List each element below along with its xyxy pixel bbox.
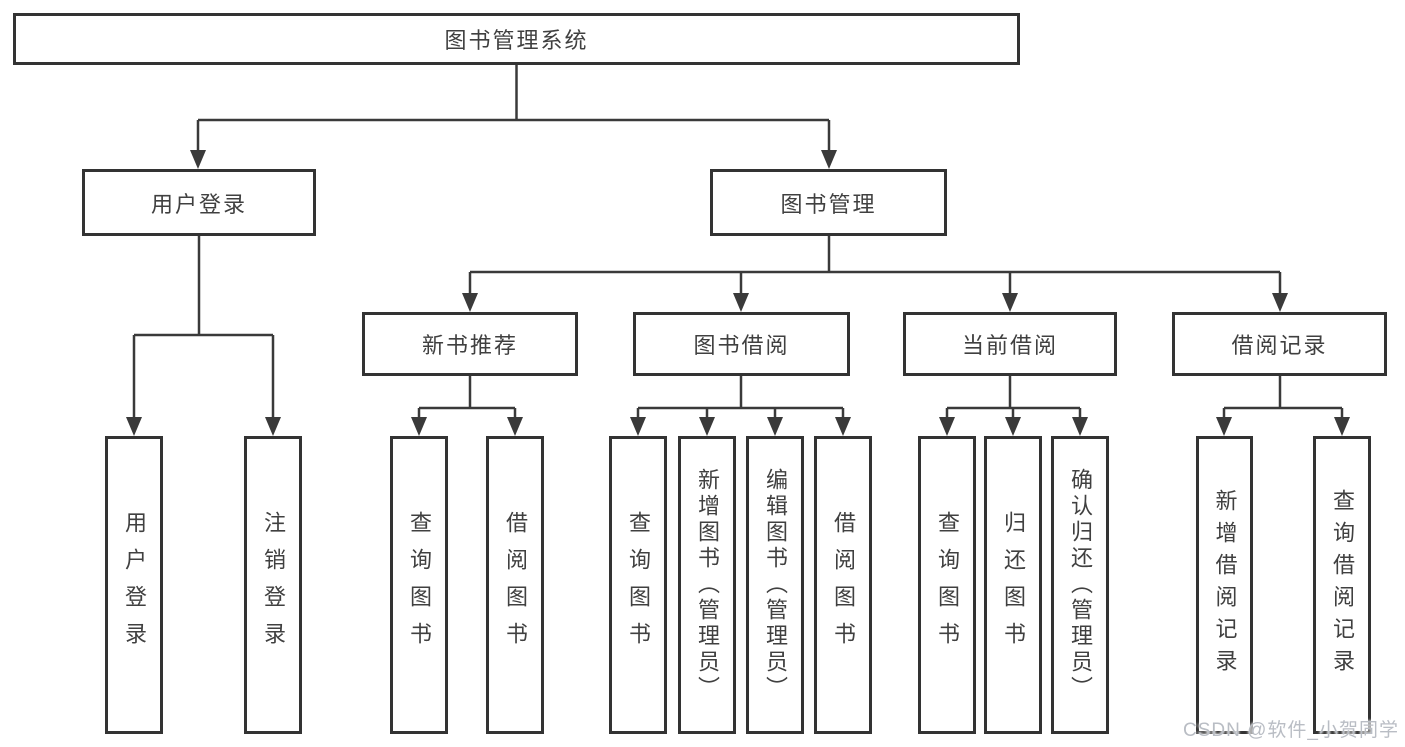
leaf-borrow-books-recommend-label: 借阅图书 [503, 511, 528, 659]
leaf-query-borrow-record-label: 查询借阅记录 [1330, 489, 1355, 681]
node-new-book-recommend: 新书推荐 [362, 312, 578, 376]
watermark: CSDN @软件_小贺同学 [1183, 720, 1399, 741]
node-current-borrow: 当前借阅 [903, 312, 1117, 376]
leaf-logout: 注销登录 [244, 436, 302, 734]
node-root: 图书管理系统 [13, 13, 1020, 65]
leaf-add-borrow-record: 新增借阅记录 [1196, 436, 1253, 734]
leaf-query-books-recommend-label: 查询图书 [407, 511, 432, 659]
node-root-label: 图书管理系统 [444, 28, 589, 53]
leaf-user-login: 用户登录 [105, 436, 163, 734]
node-new-book-recommend-label: 新书推荐 [421, 333, 518, 358]
leaf-query-borrow-record: 查询借阅记录 [1313, 436, 1371, 734]
leaf-add-books-admin-label: 新增图书（管理员） [695, 468, 720, 702]
node-current-borrow-label: 当前借阅 [961, 333, 1058, 358]
node-user-login: 用户登录 [82, 169, 316, 236]
leaf-add-books-admin: 新增图书（管理员） [678, 436, 736, 734]
node-borrow-records: 借阅记录 [1172, 312, 1387, 376]
leaf-return-books-label: 归还图书 [1001, 511, 1026, 659]
leaf-user-login-label: 用户登录 [122, 511, 147, 659]
node-borrow-records-label: 借阅记录 [1231, 333, 1328, 358]
leaf-edit-books-admin: 编辑图书（管理员） [746, 436, 804, 734]
leaf-query-books-borrow: 查询图书 [609, 436, 667, 734]
leaf-borrow-books-recommend: 借阅图书 [486, 436, 544, 734]
leaf-query-books-borrow-label: 查询图书 [626, 511, 651, 659]
node-user-login-label: 用户登录 [150, 191, 247, 217]
leaf-confirm-return-admin-label: 确认归还（管理员） [1068, 468, 1093, 702]
leaf-query-books-recommend: 查询图书 [390, 436, 448, 734]
node-book-management: 图书管理 [710, 169, 947, 236]
leaf-query-books-current: 查询图书 [918, 436, 976, 734]
leaf-logout-label: 注销登录 [261, 511, 286, 659]
node-book-borrow: 图书借阅 [633, 312, 850, 376]
node-book-borrow-label: 图书借阅 [693, 333, 790, 358]
leaf-return-books: 归还图书 [984, 436, 1042, 734]
node-book-management-label: 图书管理 [780, 191, 877, 217]
leaf-borrow-books: 借阅图书 [814, 436, 872, 734]
leaf-edit-books-admin-label: 编辑图书（管理员） [763, 468, 788, 702]
leaf-query-books-current-label: 查询图书 [935, 511, 960, 659]
leaf-add-borrow-record-label: 新增借阅记录 [1212, 489, 1238, 681]
leaf-borrow-books-label: 借阅图书 [831, 511, 856, 659]
leaf-confirm-return-admin: 确认归还（管理员） [1051, 436, 1109, 734]
